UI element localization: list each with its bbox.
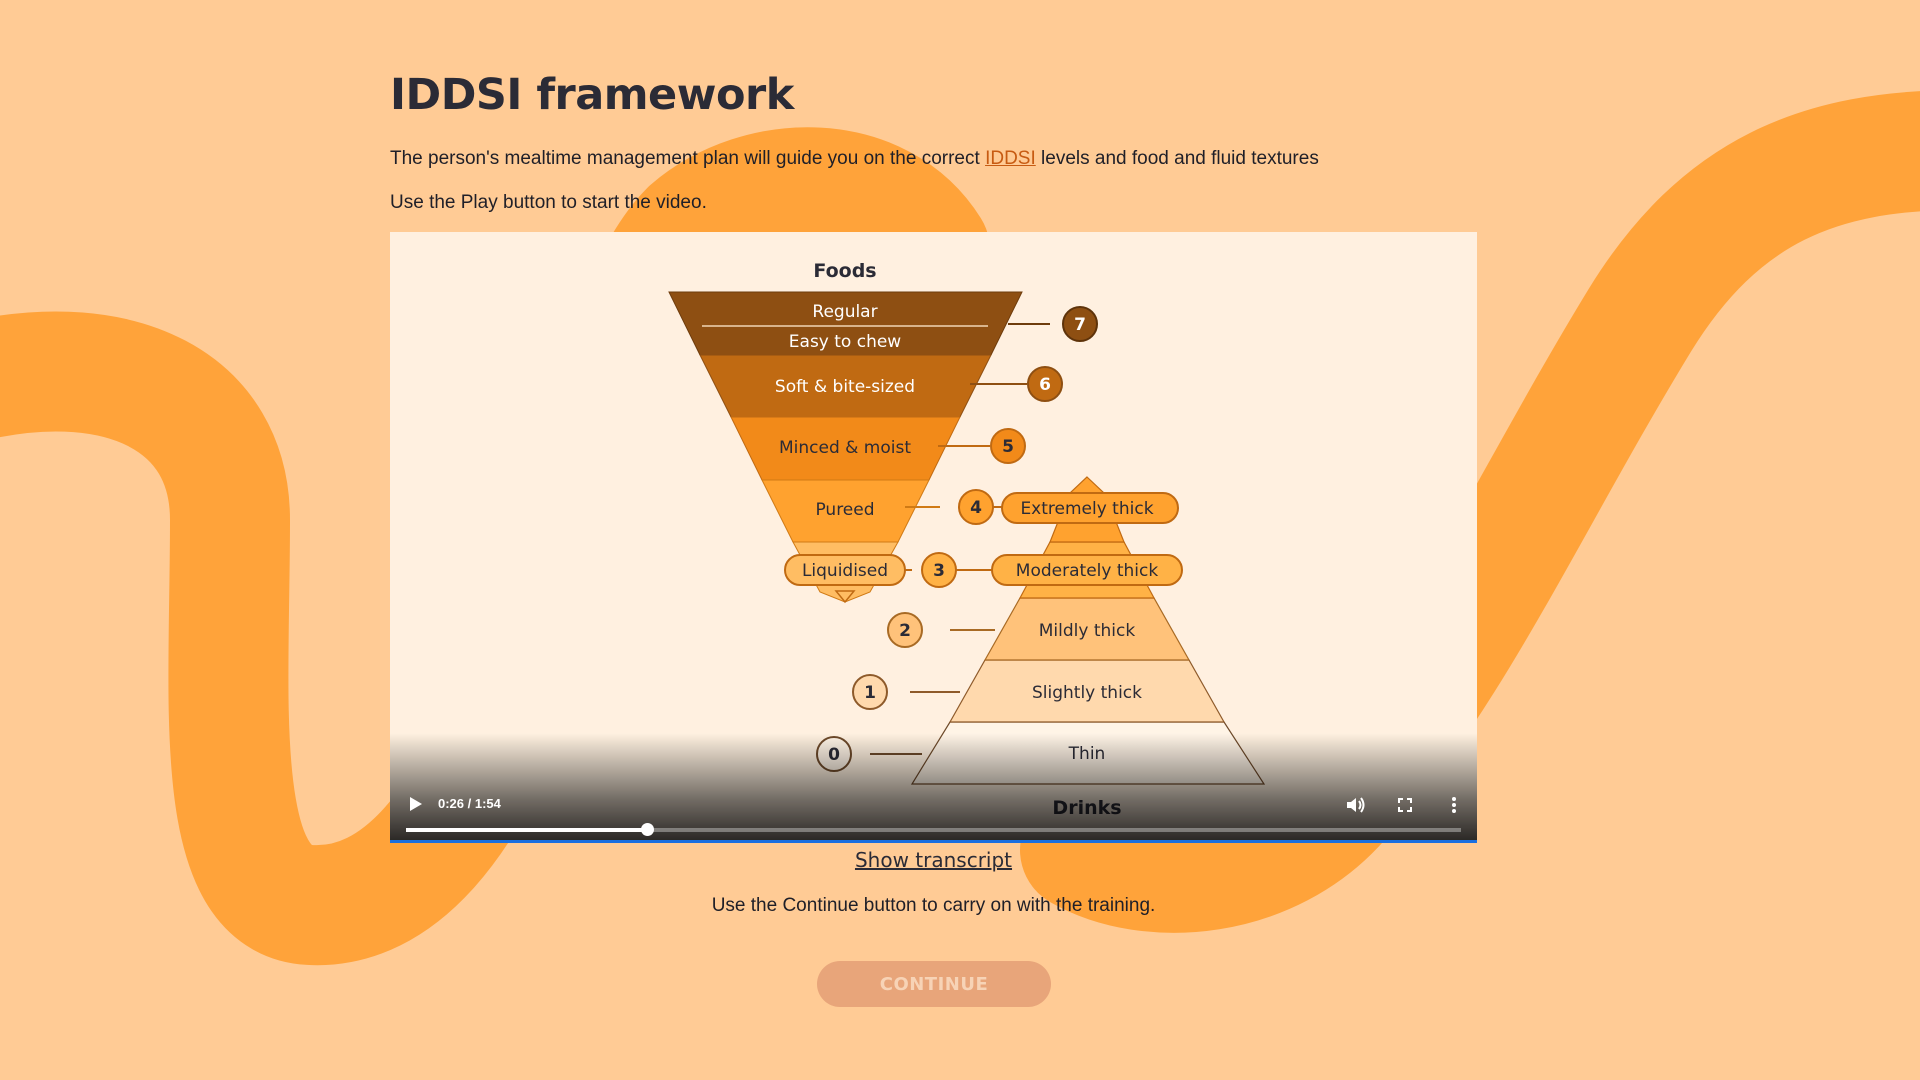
food-level-7-band: Regular Easy to chew 7	[668, 291, 1098, 356]
food-level-7-label-easy-to-chew: Easy to chew	[789, 332, 902, 352]
drink-level-4-label: Extremely thick	[1020, 499, 1153, 519]
video-control-bar: 0:26 / 1:54	[390, 783, 1477, 843]
level-7-badge	[1062, 306, 1098, 342]
shared-level-4-connector: 4	[905, 489, 1002, 525]
intro-text: The person's mealtime management plan wi…	[390, 148, 1319, 170]
video-time-display: 0:26 / 1:54	[438, 796, 501, 811]
level-4-number: 4	[970, 498, 982, 518]
drink-level-3-label: Moderately thick	[1016, 561, 1159, 581]
level-5-number: 5	[1002, 437, 1014, 457]
level-6-number: 6	[1039, 375, 1051, 395]
iddsi-link[interactable]: IDDSI	[985, 148, 1036, 169]
more-options-icon[interactable]	[1440, 791, 1468, 819]
video-seek-handle[interactable]	[640, 823, 654, 836]
drink-level-2-band: Mildly thick 2	[887, 597, 1191, 661]
food-level-6-label: Soft & bite-sized	[775, 377, 915, 397]
page-title: IDDSI framework	[390, 70, 794, 120]
drink-level-4-band: Extremely thick	[1001, 476, 1179, 543]
food-level-3-band: Liquidised	[784, 541, 906, 604]
video-player[interactable]: Foods Regular Easy to chew 7 Soft & bite…	[390, 232, 1477, 843]
continue-button[interactable]: CONTINUE	[817, 961, 1051, 1007]
drink-level-0-label: Thin	[1068, 744, 1106, 764]
food-level-5-label: Minced & moist	[779, 438, 911, 458]
video-player-focus-border	[390, 840, 1477, 843]
level-5-badge	[990, 428, 1026, 464]
fullscreen-icon[interactable]	[1391, 791, 1419, 819]
volume-icon[interactable]	[1341, 791, 1369, 819]
level-2-number: 2	[899, 621, 911, 641]
intro-text-end: levels and food and fluid textures	[1035, 148, 1319, 169]
foods-heading: Foods	[813, 260, 876, 282]
food-level-6-band: Soft & bite-sized 6	[699, 354, 1063, 418]
food-level-5-band: Minced & moist 5	[730, 416, 1026, 481]
video-seek-bar[interactable]	[406, 823, 1461, 836]
play-icon[interactable]	[402, 791, 428, 817]
level-0-number: 0	[828, 745, 840, 765]
level-6-badge	[1027, 366, 1063, 402]
video-seek-progress	[406, 828, 647, 832]
level-1-number: 1	[864, 683, 876, 703]
shared-level-3-connector: 3	[905, 552, 992, 588]
food-level-3-label: Liquidised	[802, 561, 888, 581]
continue-instruction: Use the Continue button to carry on with…	[711, 895, 1156, 916]
level-7-number: 7	[1074, 315, 1086, 335]
play-instruction: Use the Play button to start the video.	[390, 192, 707, 213]
iddsi-diagram-video-frame: Foods Regular Easy to chew 7 Soft & bite…	[668, 260, 1266, 819]
moderately-thick-label-pill	[991, 554, 1183, 586]
intro-text-start: The person's mealtime management plan wi…	[390, 148, 986, 169]
drink-level-1-label: Slightly thick	[1032, 683, 1142, 703]
level-2-badge	[887, 612, 923, 648]
level-3-number: 3	[933, 561, 945, 581]
drink-level-0-band: Thin 0	[816, 721, 1266, 785]
drink-level-1-band: Slightly thick 1	[852, 659, 1226, 723]
food-level-7-label-regular: Regular	[812, 302, 877, 322]
food-level-4-band: Pureed	[761, 479, 930, 543]
drink-level-3-band: Moderately thick	[991, 541, 1183, 599]
show-transcript-link[interactable]: Show transcript	[854, 848, 1013, 872]
drink-level-2-label: Mildly thick	[1039, 621, 1136, 641]
extremely-thick-label-pill	[1001, 492, 1179, 524]
level-1-badge	[852, 674, 888, 710]
food-level-4-label: Pureed	[815, 500, 874, 520]
